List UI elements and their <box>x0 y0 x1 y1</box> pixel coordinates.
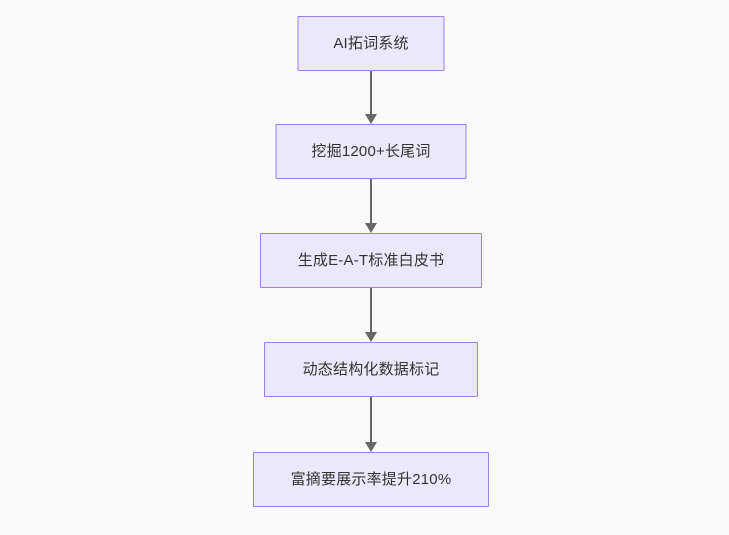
arrow-icon <box>365 288 377 342</box>
flow-node-label: 挖掘1200+长尾词 <box>311 143 431 160</box>
flow-arrow <box>363 71 379 124</box>
flow-node[interactable]: 生成E-A-T标准白皮书 <box>260 233 482 288</box>
arrow-icon <box>365 397 377 452</box>
flow-node[interactable]: AI拓词系统 <box>297 16 445 71</box>
flow-arrow <box>363 288 379 342</box>
flow-node-label: 生成E-A-T标准白皮书 <box>297 252 445 269</box>
flow-node-label: AI拓词系统 <box>333 35 409 52</box>
flow-node-label: 富摘要展示率提升210% <box>290 471 452 488</box>
flow-node[interactable]: 富摘要展示率提升210% <box>253 452 489 507</box>
flow-node[interactable]: 动态结构化数据标记 <box>264 342 478 397</box>
arrow-icon <box>365 71 377 124</box>
flow-node[interactable]: 挖掘1200+长尾词 <box>275 124 467 179</box>
flow-arrow <box>363 397 379 452</box>
flow-arrow <box>363 179 379 233</box>
arrow-icon <box>365 179 377 233</box>
flow-node-label: 动态结构化数据标记 <box>302 361 440 378</box>
